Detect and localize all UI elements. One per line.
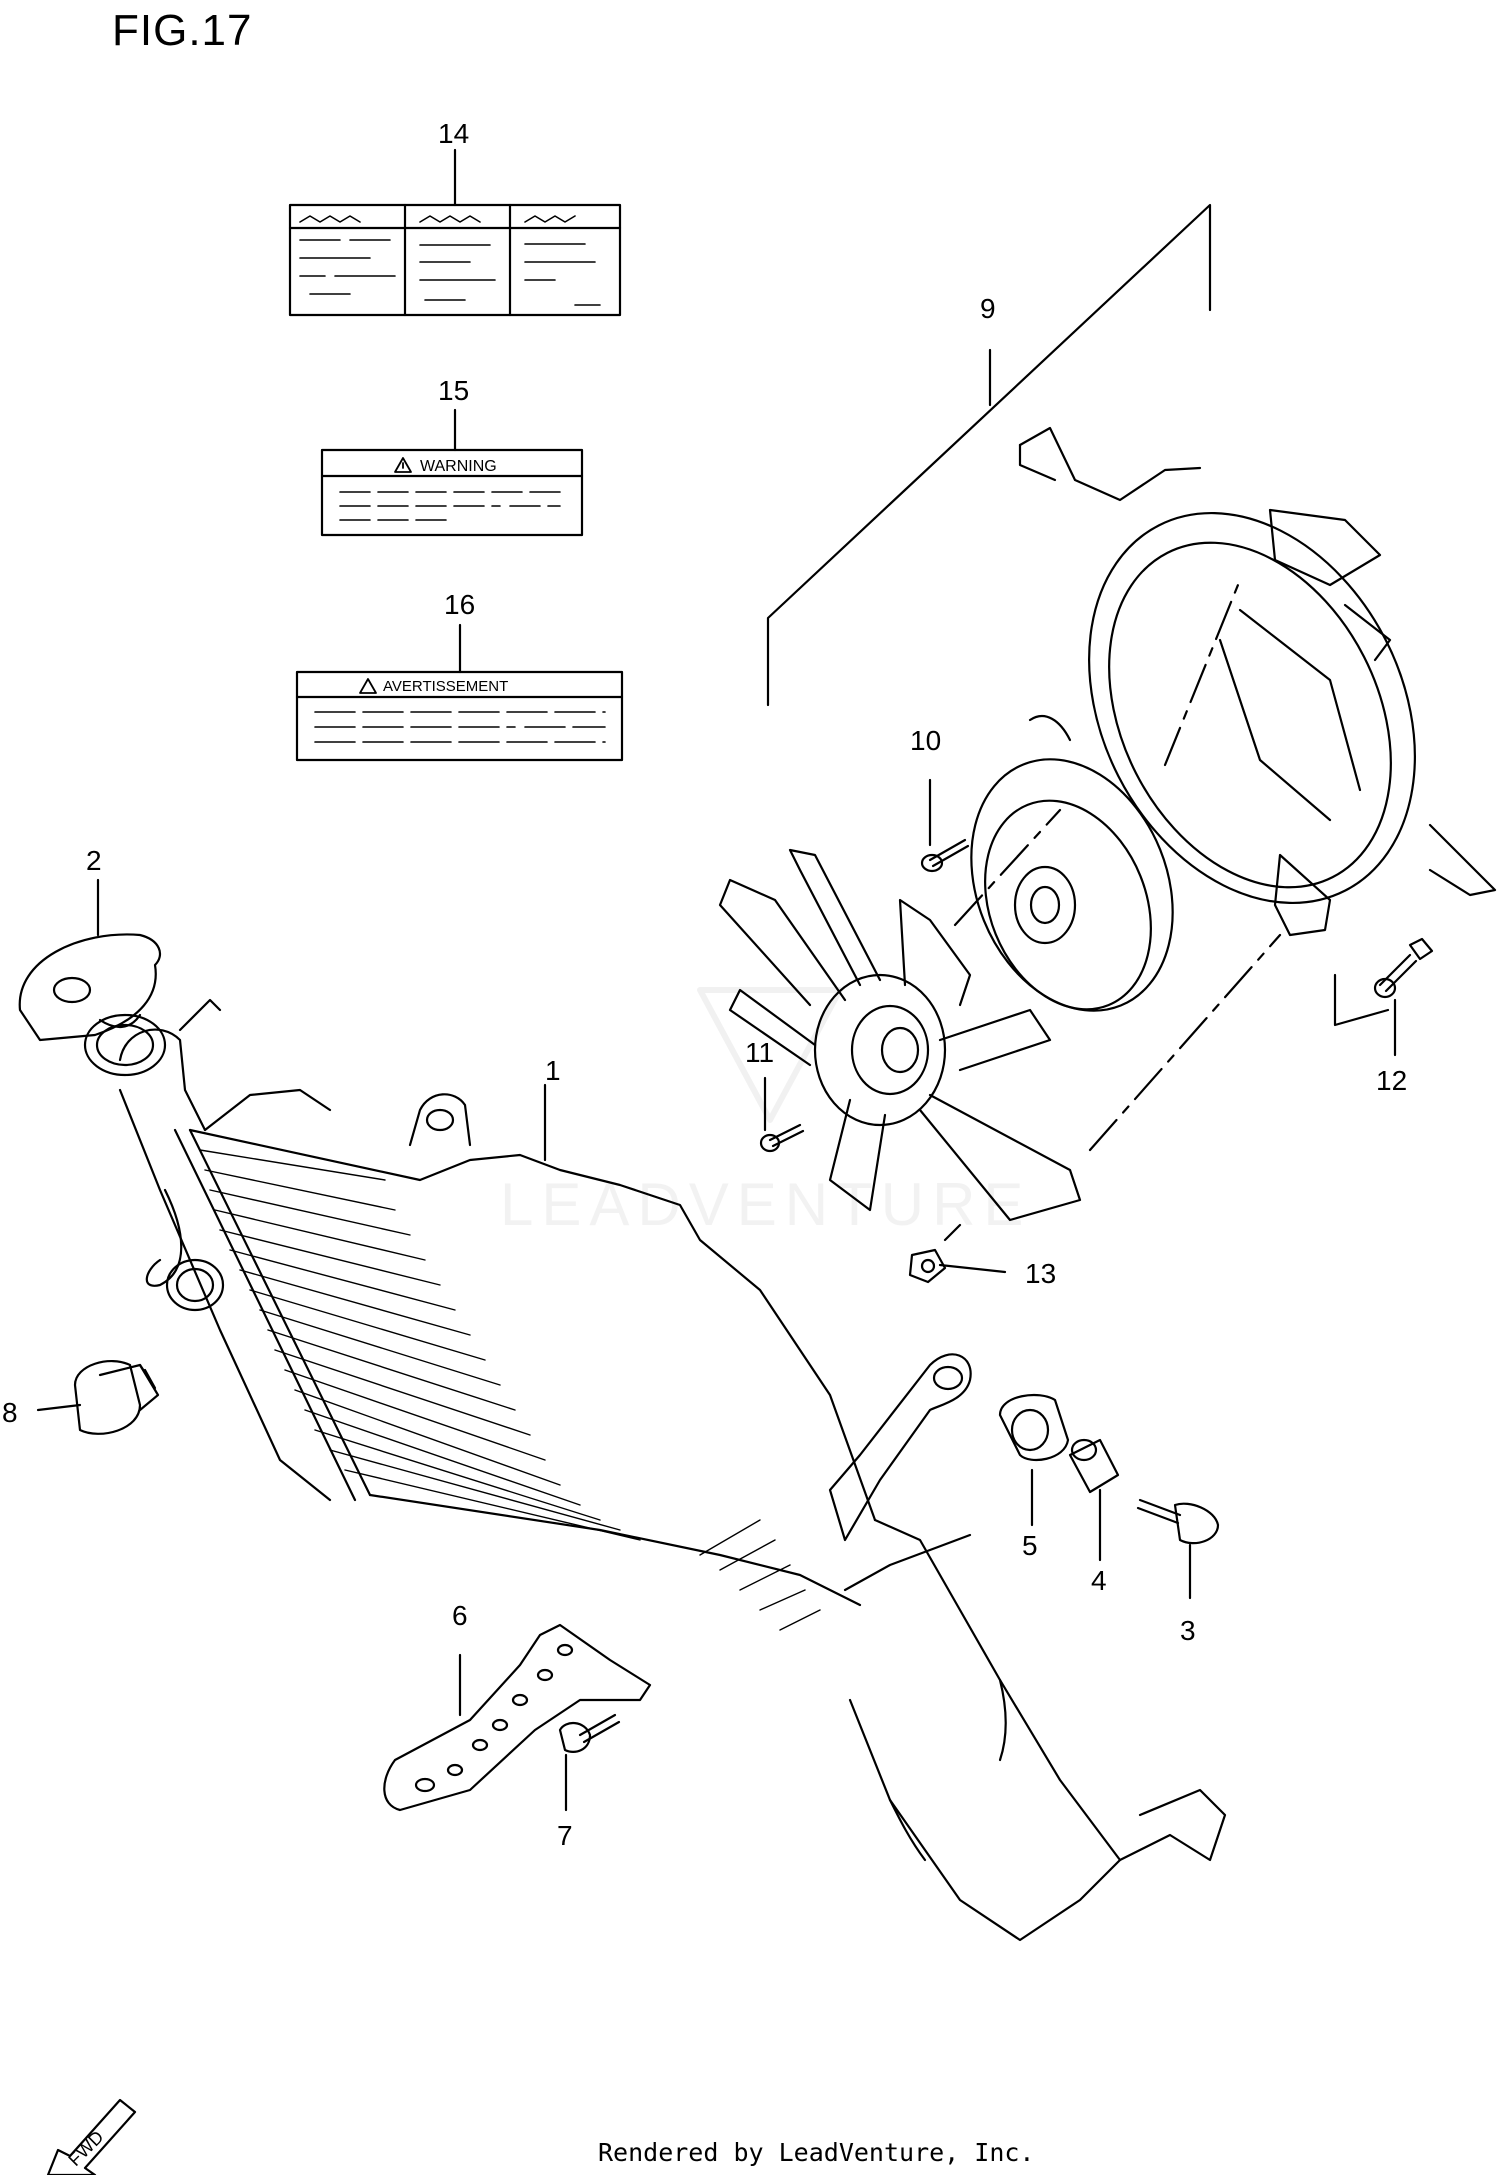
part-8-drain-plug [36,1360,160,1435]
callout-12: 12 [1376,1065,1407,1096]
callout-7: 7 [557,1820,573,1851]
part-7-bolt [558,1713,621,1812]
part-9-fan-shroud [766,203,1497,937]
part-16-avertissement-sticker [295,623,624,762]
callout-labels: 1 2 3 4 5 6 7 8 9 10 11 12 13 14 15 16 [2,118,1407,1851]
fwd-arrow-icon [46,2098,137,2175]
callout-1: 1 [545,1055,561,1086]
callout-14: 14 [438,118,469,149]
callout-8: 8 [2,1397,18,1428]
part-3-bolt [1136,1498,1220,1600]
callout-13: 13 [1025,1258,1056,1289]
footer-credit: Rendered by LeadVenture, Inc. [598,2138,1035,2167]
watermark-logo: LEADVENTURE [500,987,1031,1238]
callout-6: 6 [452,1600,468,1631]
callout-2: 2 [86,845,102,876]
part-12-bolt [1333,937,1434,1057]
part-10-screw [920,778,970,873]
part-11-screw [759,1076,805,1153]
fan-blade [718,808,1282,1222]
fan-motor [970,578,1242,1012]
part-4-collar [1068,1438,1120,1562]
figure-title: FIG.17 [112,6,253,55]
part-13-nut [908,1223,1007,1284]
callout-4: 4 [1091,1565,1107,1596]
warning-sticker-text: WARNING [420,458,497,475]
callout-15: 15 [438,375,469,406]
avertissement-sticker-text: AVERTISSEMENT [383,678,508,695]
part-5-grommet [998,1393,1070,1527]
part-15-warning-sticker [320,408,584,537]
callout-10: 10 [910,725,941,756]
callout-16: 16 [444,589,475,620]
part-14-label-sticker [288,148,622,317]
callout-9: 9 [980,293,996,324]
callout-11: 11 [745,1037,774,1068]
callout-5: 5 [1022,1530,1038,1561]
callout-3: 3 [1180,1615,1196,1646]
part-6-bracket [383,1623,652,1812]
svg-text:LEADVENTURE: LEADVENTURE [500,1171,1031,1238]
part-1-radiator [83,998,1227,1942]
